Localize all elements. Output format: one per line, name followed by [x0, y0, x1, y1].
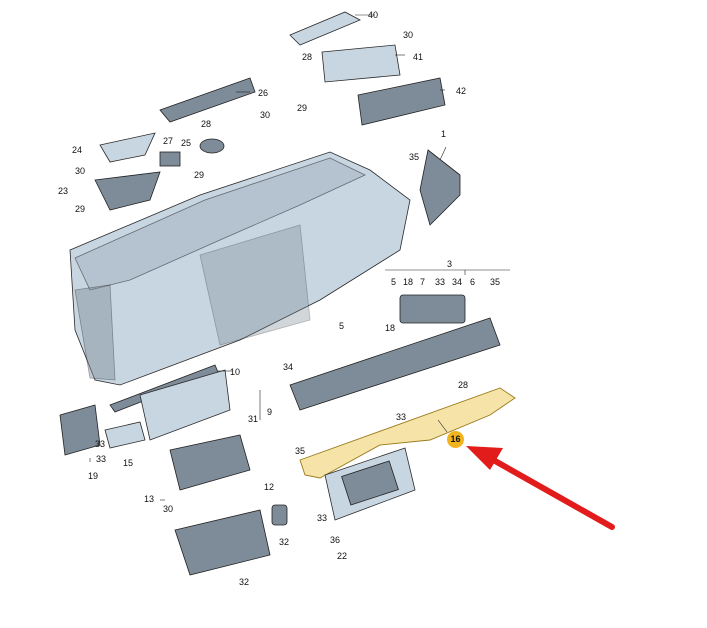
callout-3: 3	[447, 259, 453, 269]
callout-33-mid: 33	[396, 412, 407, 422]
part-13-lower	[174, 509, 271, 576]
callout-5: 5	[339, 321, 345, 331]
callout-9: 9	[267, 407, 273, 417]
callout-18: 18	[385, 323, 396, 333]
part-27	[159, 151, 181, 167]
part-40	[289, 11, 361, 46]
callout-5-top: 5	[391, 277, 397, 287]
part-22-screen	[341, 460, 399, 506]
callout-33-top: 33	[435, 277, 446, 287]
callout-30: 30	[403, 30, 414, 40]
callout-35-top: 35	[409, 152, 420, 162]
part-25	[199, 138, 225, 154]
callout-34: 34	[452, 277, 463, 287]
callout-19: 19	[88, 471, 99, 481]
part-13	[169, 434, 251, 491]
callout-41: 41	[413, 52, 424, 62]
dashboard-body	[69, 151, 411, 386]
callout-29-top: 29	[297, 103, 308, 113]
callout-1: 1	[441, 129, 447, 139]
callout-42: 42	[456, 86, 467, 96]
dashboard-top-surface	[74, 157, 366, 291]
callout-23: 23	[58, 186, 69, 196]
callout-29-mid: 29	[194, 170, 205, 180]
part-1	[419, 149, 461, 226]
callout-33-left: 33	[95, 439, 106, 449]
callout-30-left: 30	[75, 166, 86, 176]
callout-36: 36	[330, 535, 341, 545]
callout-30-mid: 30	[260, 110, 271, 120]
callout-28-right: 28	[458, 380, 469, 390]
part-41	[321, 44, 401, 83]
callout-25: 25	[181, 138, 192, 148]
callout-29-left: 29	[75, 204, 86, 214]
callout-32-bottom: 32	[239, 577, 250, 587]
callout-28: 28	[302, 52, 313, 62]
part-12	[271, 504, 288, 526]
callout-32-mid: 32	[279, 537, 290, 547]
pointer-arrow-shaft	[485, 454, 615, 530]
callout-33-bottom: 33	[317, 513, 328, 523]
part-15	[104, 421, 146, 449]
callout-13: 13	[144, 494, 155, 504]
part-24	[99, 132, 156, 163]
dashboard-frame-left	[74, 284, 116, 381]
callout-27: 27	[163, 136, 174, 146]
part-19	[59, 404, 101, 456]
callout-24: 24	[72, 145, 83, 155]
callout-10: 10	[230, 367, 241, 377]
callout-33-l2: 33	[96, 454, 107, 464]
part-9	[139, 369, 231, 441]
callout-40: 40	[368, 10, 379, 20]
part-3	[289, 317, 501, 411]
callout-18-top: 18	[403, 277, 414, 287]
callout-28-mid: 28	[201, 119, 212, 129]
callout-16-highlight: 16	[447, 431, 464, 448]
part-16	[299, 387, 516, 479]
dashboard-frame-center	[199, 224, 311, 346]
callout-26: 26	[258, 88, 269, 98]
callout-15: 15	[123, 458, 134, 468]
callout-22: 22	[337, 551, 348, 561]
callout-12: 12	[264, 482, 275, 492]
pointer-arrow-head	[466, 446, 503, 470]
callout-6: 6	[470, 277, 476, 287]
part-23	[94, 171, 161, 211]
callout-7: 7	[420, 277, 426, 287]
part-7	[399, 294, 466, 324]
callout-31: 31	[248, 414, 259, 424]
callout-35-bottom: 35	[295, 446, 306, 456]
callout-35-right: 35	[490, 277, 501, 287]
part-26	[159, 77, 256, 123]
part-42	[357, 77, 446, 126]
callout-30-bottom: 30	[163, 504, 174, 514]
callout-34-left: 34	[283, 362, 294, 372]
